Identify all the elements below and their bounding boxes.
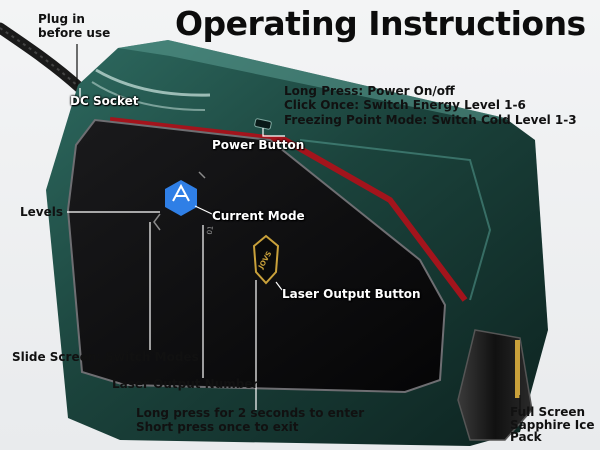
power-cable	[0, 22, 86, 94]
label-long-press: Long press for 2 seconds to enter Short …	[136, 406, 365, 435]
label-laser-output-button: Laser Output Button	[282, 287, 421, 301]
label-levels: Levels	[20, 205, 64, 219]
screen-number: 01	[205, 225, 215, 236]
leader-power	[262, 128, 285, 137]
label-slide-screen: Slide Screen: Switch Modes	[12, 350, 199, 364]
leader-current-mode	[194, 205, 213, 215]
label-current-mode: Current Mode	[212, 209, 305, 223]
leader-laser-button	[275, 281, 283, 291]
label-dc-socket: DC Socket	[70, 94, 139, 108]
label-laser-output-number: Laser Output Number	[112, 377, 259, 391]
current-mode-icon	[165, 180, 197, 216]
sapphire-ice-pack	[457, 329, 533, 441]
page-title: Operating Instructions	[175, 4, 586, 43]
power-button[interactable]	[254, 118, 272, 130]
label-plug-in: Plug in before use	[38, 12, 111, 41]
laser-output-button[interactable]	[252, 234, 280, 285]
red-accent-stripe	[109, 117, 468, 302]
label-power-button: Power Button	[212, 138, 305, 152]
label-ice-pack: Full Screen Sapphire Ice Pack	[510, 405, 595, 445]
label-power-instructions: Long Press: Power On/off Click Once: Swi…	[284, 84, 577, 127]
